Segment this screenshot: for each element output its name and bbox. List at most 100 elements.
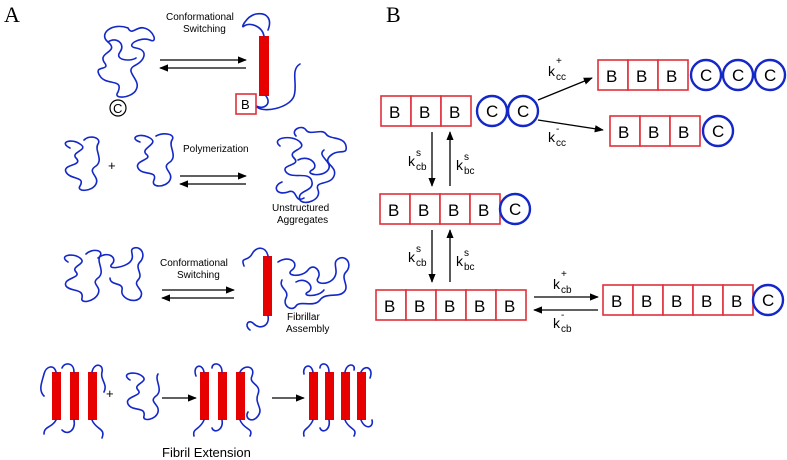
svg-text:B: B <box>388 201 399 220</box>
svg-text:B: B <box>448 201 459 220</box>
row4-fibril-three <box>40 363 106 439</box>
svg-text:B: B <box>389 103 400 122</box>
svg-text:+: + <box>556 56 562 67</box>
svg-text:C: C <box>486 102 498 121</box>
svg-text:B: B <box>648 123 659 142</box>
row1-random-coil <box>97 25 156 98</box>
svg-text:k: k <box>408 153 416 169</box>
species-bbbbbc: B B B B B C <box>602 283 785 317</box>
svg-text:B: B <box>384 297 395 316</box>
svg-text:B: B <box>444 297 455 316</box>
svg-text:B: B <box>701 292 712 311</box>
svg-text:C: C <box>509 200 521 219</box>
svg-text:cc: cc <box>556 138 566 149</box>
svg-text:B: B <box>474 297 485 316</box>
species-bbbbb: B B B B B <box>375 289 527 321</box>
svg-text:B: B <box>241 97 250 112</box>
svg-text:k: k <box>548 63 556 79</box>
svg-text:k: k <box>548 129 556 145</box>
rate-kcc-plus: k + cc <box>548 56 566 83</box>
arrow-kcc-minus <box>537 119 604 133</box>
row2-result-line2: Aggregates <box>277 215 328 226</box>
svg-text:k: k <box>456 253 464 269</box>
row3-fibrillar-assembly <box>242 247 350 331</box>
svg-text:-: - <box>561 310 564 321</box>
svg-text:B: B <box>636 67 647 86</box>
row3-coil-pair <box>63 246 144 303</box>
rate-kbc-s-1: k s bc <box>456 152 475 177</box>
row4-plus: + <box>106 386 114 401</box>
svg-text:C: C <box>732 66 744 85</box>
svg-text:B: B <box>419 103 430 122</box>
svg-text:s: s <box>464 248 469 259</box>
row3-label-line1: Conformational <box>160 258 228 269</box>
row1-label-line2: Switching <box>183 24 226 35</box>
svg-text:B: B <box>678 123 689 142</box>
svg-text:cb: cb <box>561 324 572 335</box>
b-state-symbol: B <box>235 93 257 115</box>
svg-text:B: B <box>478 201 489 220</box>
svg-text:B: B <box>618 123 629 142</box>
species-bbbccc: B B B C C C <box>597 58 787 92</box>
svg-text:C: C <box>517 102 529 121</box>
rate-kcb-s-1: k s cb <box>408 148 427 173</box>
row1-label-line1: Conformational <box>166 12 234 23</box>
row2-plus: + <box>108 158 116 173</box>
c-state-symbol: C <box>109 99 127 117</box>
svg-text:bc: bc <box>464 166 475 177</box>
rate-kcb-minus: k - cb <box>553 310 572 335</box>
species-bbbbc: B B B B C <box>379 192 532 226</box>
row2-coil-right <box>134 133 174 187</box>
row2-coil-left <box>64 136 100 192</box>
species-bbbcc: B B B C C <box>380 94 540 128</box>
svg-text:B: B <box>504 297 515 316</box>
svg-text:bc: bc <box>464 262 475 273</box>
row1-fibril-monomer <box>241 12 301 111</box>
row2-unstructured-aggregate <box>275 126 348 204</box>
svg-text:B: B <box>731 292 742 311</box>
row4-coil-monomer <box>125 372 160 421</box>
rate-kcb-plus: k + cb <box>553 269 572 296</box>
row2-result-line1: Unstructured <box>272 203 329 214</box>
svg-text:-: - <box>556 124 559 135</box>
row4-fibril-binding <box>192 363 261 437</box>
panel-b-letter: B <box>386 2 401 27</box>
row4-fibril-four <box>302 363 374 437</box>
row3-result-line1: Fibrillar <box>287 312 320 323</box>
svg-text:B: B <box>666 67 677 86</box>
rate-kcc-minus: k - cc <box>548 124 566 149</box>
row2-label: Polymerization <box>183 144 249 155</box>
svg-text:C: C <box>113 101 122 116</box>
svg-text:C: C <box>762 291 774 310</box>
rate-kcb-s-2: k s cb <box>408 244 427 269</box>
row3-label-line2: Switching <box>177 270 220 281</box>
svg-text:cb: cb <box>416 258 427 269</box>
svg-text:s: s <box>416 244 421 255</box>
svg-text:B: B <box>449 103 460 122</box>
svg-text:C: C <box>712 122 724 141</box>
svg-text:B: B <box>671 292 682 311</box>
svg-text:k: k <box>456 157 464 173</box>
svg-text:k: k <box>408 249 416 265</box>
svg-text:B: B <box>414 297 425 316</box>
row3-result-line2: Assembly <box>286 324 329 335</box>
svg-text:B: B <box>418 201 429 220</box>
svg-text:C: C <box>700 66 712 85</box>
svg-text:k: k <box>553 315 561 331</box>
svg-text:k: k <box>553 276 561 292</box>
svg-text:s: s <box>416 148 421 159</box>
svg-text:cc: cc <box>556 72 566 83</box>
svg-text:B: B <box>611 292 622 311</box>
rate-kbc-s-2: k s bc <box>456 248 475 273</box>
row4-caption: Fibril Extension <box>162 445 251 460</box>
svg-text:cb: cb <box>416 162 427 173</box>
svg-text:+: + <box>561 269 567 280</box>
panel-a-letter: A <box>4 2 20 27</box>
species-bbbc: B B B C <box>609 114 735 148</box>
svg-text:B: B <box>641 292 652 311</box>
svg-text:s: s <box>464 152 469 163</box>
svg-text:B: B <box>606 67 617 86</box>
svg-text:cb: cb <box>561 285 572 296</box>
